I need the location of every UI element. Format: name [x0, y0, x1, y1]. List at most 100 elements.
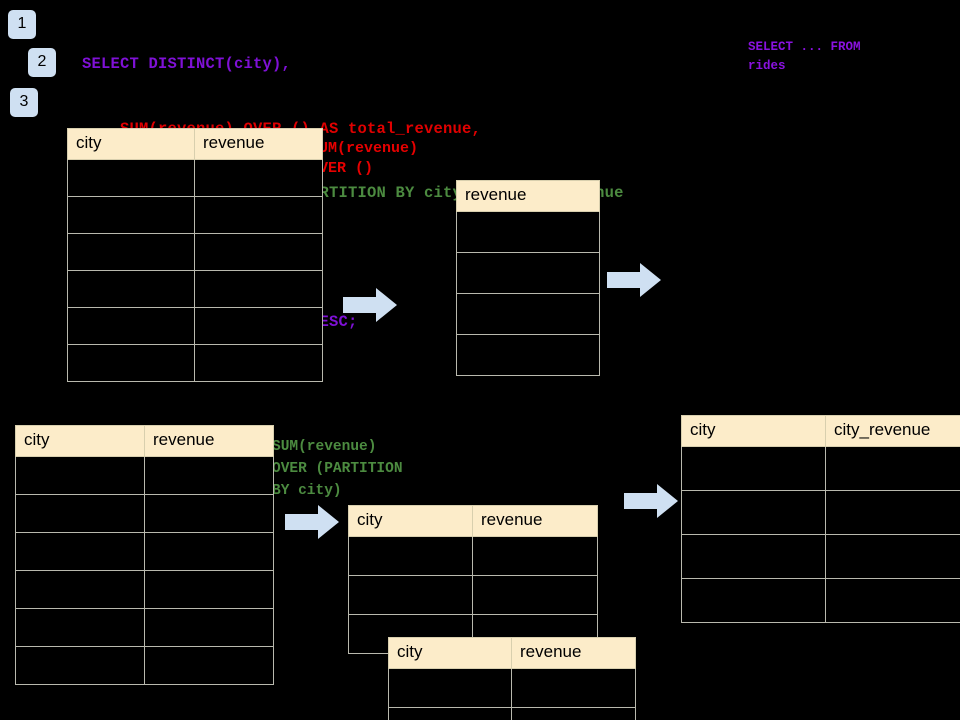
table-source-bottom: city revenue — [15, 425, 274, 685]
table-cell — [67, 159, 195, 197]
table-cell — [15, 570, 145, 609]
table-partition-back: city revenue — [348, 505, 598, 654]
table-cell — [144, 608, 274, 647]
table-row — [456, 293, 600, 335]
table-cell — [144, 570, 274, 609]
table-row — [15, 570, 274, 609]
table-row — [15, 494, 274, 533]
column-header-revenue: revenue — [144, 425, 274, 457]
table-cell — [15, 646, 145, 685]
table-cell — [825, 534, 960, 579]
table-cell — [388, 707, 512, 720]
table-cell — [348, 575, 473, 615]
table-cell — [348, 536, 473, 576]
table-total-revenue: revenue — [456, 180, 600, 376]
annotation-sum-over-partition: SUM(revenue) OVER (PARTITION BY city) — [272, 439, 403, 499]
table-header-row: city revenue — [15, 425, 274, 457]
table-header-row: city revenue — [388, 637, 636, 669]
table-cell — [194, 344, 323, 382]
annotation-sum-over-empty: SUM(revenue) OVER () — [310, 140, 419, 177]
table-cell — [194, 307, 323, 345]
table-cell — [144, 646, 274, 685]
sql-line-1: SELECT DISTINCT(city), — [82, 55, 292, 73]
table-cell — [511, 707, 636, 720]
arrow-source-to-total — [343, 288, 397, 322]
column-header-city: city — [388, 637, 512, 669]
table-cell — [194, 270, 323, 308]
table-cell — [15, 456, 145, 495]
table-cell — [144, 494, 274, 533]
table-cell — [194, 159, 323, 197]
arrow-partition-to-result — [624, 484, 678, 518]
table-cell — [15, 532, 145, 571]
column-header-city: city — [15, 425, 145, 457]
table-cell — [456, 252, 600, 294]
table-result: city city_revenue — [681, 415, 960, 623]
annotation-select-from-rides: SELECT ... FROM rides — [748, 40, 861, 73]
table-cell — [681, 534, 826, 579]
table-cell — [825, 446, 960, 491]
table-cell — [67, 233, 195, 271]
table-row — [67, 159, 323, 197]
table-row — [15, 456, 274, 495]
table-cell — [681, 578, 826, 623]
table-cell — [67, 344, 195, 382]
column-header-city: city — [681, 415, 826, 447]
table-cell — [144, 532, 274, 571]
column-header-city-revenue: city_revenue — [825, 415, 960, 447]
table-row — [681, 578, 960, 623]
table-cell — [511, 668, 636, 708]
arrow-source-to-partition — [285, 505, 339, 539]
table-cell — [681, 490, 826, 535]
table-row — [15, 532, 274, 571]
table-cell — [681, 446, 826, 491]
column-header-revenue: revenue — [472, 505, 598, 537]
table-cell — [825, 490, 960, 535]
table-cell — [825, 578, 960, 623]
table-cell — [472, 575, 598, 615]
table-partition-front: city revenue — [388, 637, 636, 720]
table-row — [456, 334, 600, 376]
table-cell — [67, 270, 195, 308]
table-row — [456, 211, 600, 253]
step-badge-1: 1 — [8, 10, 36, 39]
table-cell — [194, 196, 323, 234]
table-cell — [15, 494, 145, 533]
table-cell — [67, 307, 195, 345]
table-header-row: city revenue — [67, 128, 323, 160]
table-cell — [472, 536, 598, 576]
table-row — [67, 233, 323, 271]
table-header-row: revenue — [456, 180, 600, 212]
column-header-revenue: revenue — [194, 128, 323, 160]
arrow-total-to-right — [607, 263, 661, 297]
table-cell — [67, 196, 195, 234]
table-row — [348, 575, 598, 615]
table-row — [681, 446, 960, 491]
table-row — [681, 490, 960, 535]
table-row — [67, 344, 323, 382]
column-header-city: city — [67, 128, 195, 160]
table-cell — [456, 211, 600, 253]
table-cell — [144, 456, 274, 495]
step-badge-2: 2 — [28, 48, 56, 77]
table-header-row: city city_revenue — [681, 415, 960, 447]
column-header-revenue: revenue — [511, 637, 636, 669]
table-row — [67, 270, 323, 308]
table-header-row: city revenue — [348, 505, 598, 537]
table-source-top: city revenue — [67, 128, 323, 382]
table-cell — [456, 293, 600, 335]
table-row — [681, 534, 960, 579]
step-badge-3: 3 — [10, 88, 38, 117]
table-row — [388, 668, 636, 708]
table-row — [15, 646, 274, 685]
column-header-city: city — [348, 505, 473, 537]
column-header-revenue: revenue — [456, 180, 600, 212]
table-cell — [388, 668, 512, 708]
table-row — [67, 196, 323, 234]
table-row — [348, 536, 598, 576]
table-row — [388, 707, 636, 720]
table-row — [15, 608, 274, 647]
table-cell — [194, 233, 323, 271]
table-cell — [15, 608, 145, 647]
